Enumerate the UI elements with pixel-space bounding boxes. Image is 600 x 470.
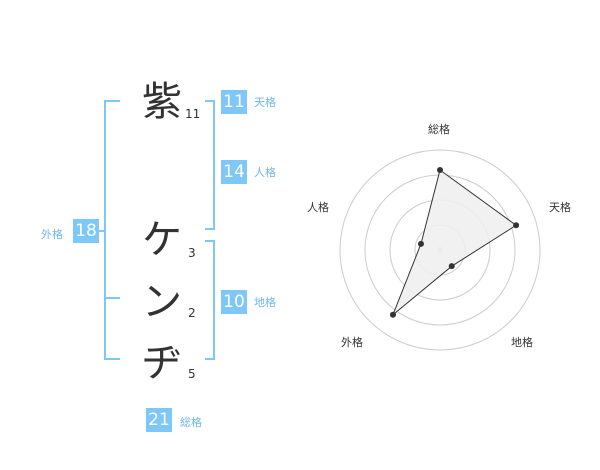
soukaku-label: 総格	[180, 416, 202, 429]
chikaku-value-badge: 10	[221, 290, 247, 314]
stroke-count-2: 3	[188, 246, 196, 260]
radar-axis-label-gaikaku: 外格	[341, 336, 363, 349]
stroke-count-3: 2	[188, 306, 196, 320]
radar-data-polygon	[392, 169, 517, 316]
radar-ring-4	[339, 149, 541, 351]
radar-axis-label-jinkaku: 人格	[307, 201, 329, 214]
chikaku-label: 地格	[254, 296, 276, 309]
stroke-count-4: 5	[188, 367, 196, 381]
radar-axis-label-chikaku: 地格	[511, 336, 533, 349]
gaikaku-bracket-tick	[96, 230, 104, 232]
chikaku-bracket	[205, 240, 215, 360]
radar-point-4	[389, 311, 396, 318]
jinkaku-label: 人格	[254, 166, 276, 179]
radar-point-3	[448, 263, 455, 270]
name-char-1: 紫	[142, 79, 182, 125]
name-char-4: ヂ	[142, 340, 182, 386]
tenkaku-value-badge: 11	[221, 90, 247, 114]
radar-point-2	[513, 222, 520, 229]
radar-point-1	[437, 167, 443, 173]
jinkaku-bracket	[205, 100, 215, 230]
gaikaku-bracket-divider	[104, 297, 120, 299]
name-char-2: ケ	[142, 217, 182, 263]
jinkaku-value-badge: 14	[221, 160, 247, 184]
gaikaku-bracket	[104, 100, 120, 360]
soukaku-value-badge: 21	[146, 408, 172, 432]
gaikaku-label: 外格	[41, 228, 63, 241]
radar-axis-label-tenkaku: 天格	[549, 201, 571, 214]
tenkaku-label: 天格	[254, 96, 276, 109]
radar-axis-label-soukaku: 総格	[428, 123, 450, 136]
radar-point-5	[417, 240, 424, 247]
gaikaku-value-badge: 18	[73, 219, 99, 243]
stroke-count-1: 11	[185, 107, 201, 121]
name-char-3: ン	[142, 279, 182, 325]
